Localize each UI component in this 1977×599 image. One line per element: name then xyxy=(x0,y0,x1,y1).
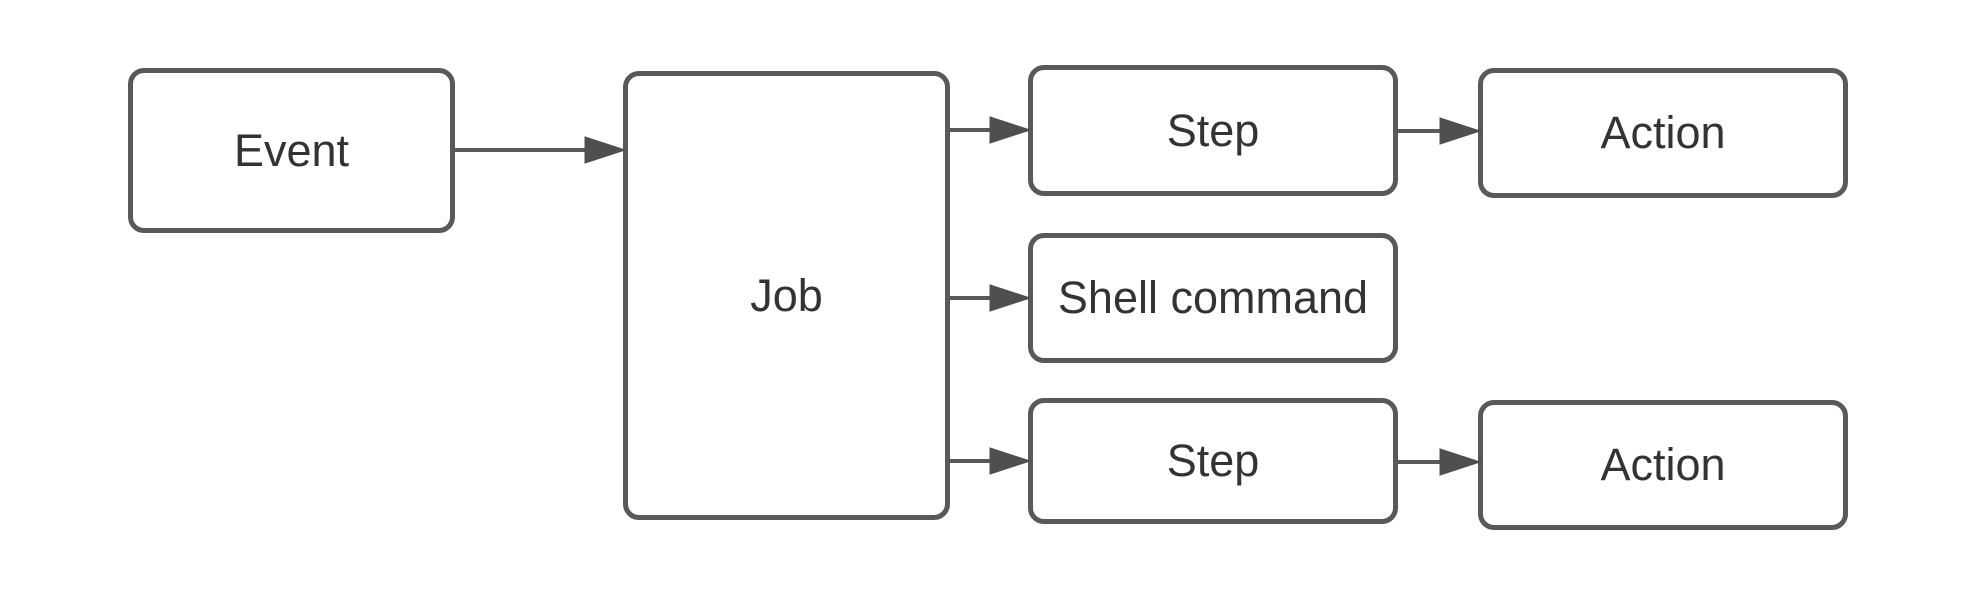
node-action-top: Action xyxy=(1478,68,1848,198)
node-action-bottom: Action xyxy=(1478,400,1848,530)
arrow-step-bottom-to-action-bottom xyxy=(1398,448,1482,476)
node-step-top: Step xyxy=(1028,65,1398,196)
node-event: Event xyxy=(128,68,455,233)
node-step-bottom: Step xyxy=(1028,398,1398,524)
arrow-head-icon xyxy=(989,116,1032,144)
arrow-head-icon xyxy=(1439,117,1482,145)
node-action-top-label: Action xyxy=(1600,107,1726,158)
node-action-bottom-label: Action xyxy=(1600,439,1726,490)
node-shell-command: Shell command xyxy=(1028,233,1398,363)
arrow-head-icon xyxy=(989,284,1032,312)
arrow-head-icon xyxy=(1439,448,1482,476)
arrow-job-to-step-top xyxy=(950,116,1032,144)
arrow-event-to-job xyxy=(455,136,627,164)
node-step-top-label: Step xyxy=(1166,104,1260,156)
node-job: Job xyxy=(623,71,950,520)
arrow-step-top-to-action-top xyxy=(1398,117,1482,145)
arrow-job-to-step-bottom xyxy=(950,447,1032,475)
node-step-bottom-label: Step xyxy=(1166,435,1260,486)
arrow-job-to-shell-command xyxy=(950,284,1032,312)
arrow-head-icon xyxy=(989,447,1032,475)
node-shell-command-label: Shell command xyxy=(1057,272,1369,323)
node-job-label: Job xyxy=(750,269,823,321)
node-event-label: Event xyxy=(233,124,350,176)
arrow-head-icon xyxy=(584,136,627,164)
